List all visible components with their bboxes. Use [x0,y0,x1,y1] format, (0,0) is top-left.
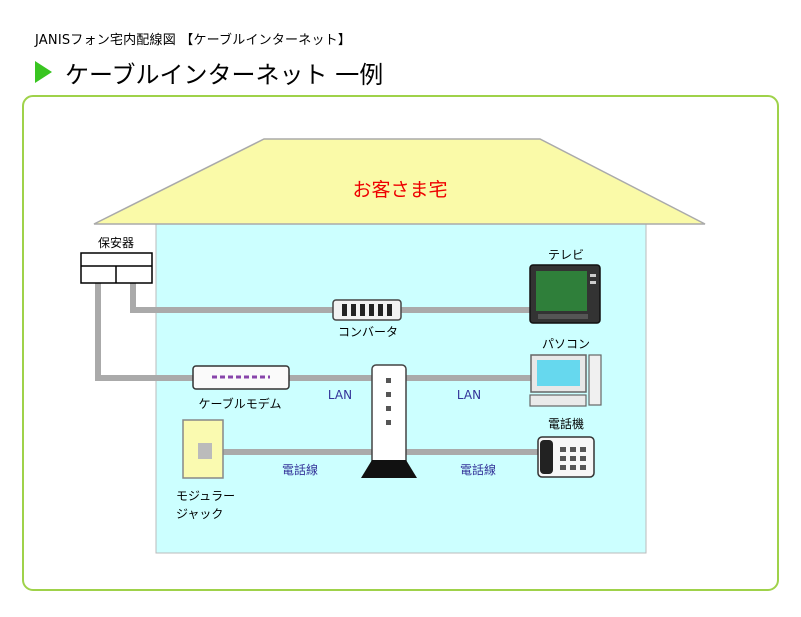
phone-line-label-right: 電話線 [460,462,496,477]
tv-label: テレビ [548,248,584,262]
phone-line-label-left: 電話線 [282,462,318,477]
protector-icon [80,252,153,284]
play-arrow-icon [35,61,52,83]
house-title: お客さま宅 [352,179,447,201]
house-roof [93,138,706,225]
modular-jack-label-line2: ジャック [176,507,223,521]
modular-jack-icon [182,419,224,479]
telephone-icon [537,436,595,478]
tv-cable-wire [130,282,540,313]
breadcrumb: JANISフォン宅内配線図 【ケーブルインターネット】 [35,33,352,48]
modular-jack-label-line1: モジュラー [176,489,235,503]
adapter-tower-icon [361,364,417,478]
lan-label-left: LAN [328,388,352,402]
section-heading-text: ケーブルインターネット 一例 [65,60,384,89]
section-heading: ケーブルインターネット 一例 [35,57,384,89]
converter-label: コンバータ [338,325,398,339]
phone-label: 電話機 [548,416,584,431]
lan-label-right: LAN [457,388,481,402]
tv-icon [529,264,601,324]
converter-icon [332,299,402,321]
cable-modem-label: ケーブルモデム [198,396,281,411]
protector-label: 保安器 [98,235,134,250]
pc-icon [529,354,602,407]
cable-modem-icon [192,365,290,390]
pc-label: パソコン [542,337,590,351]
